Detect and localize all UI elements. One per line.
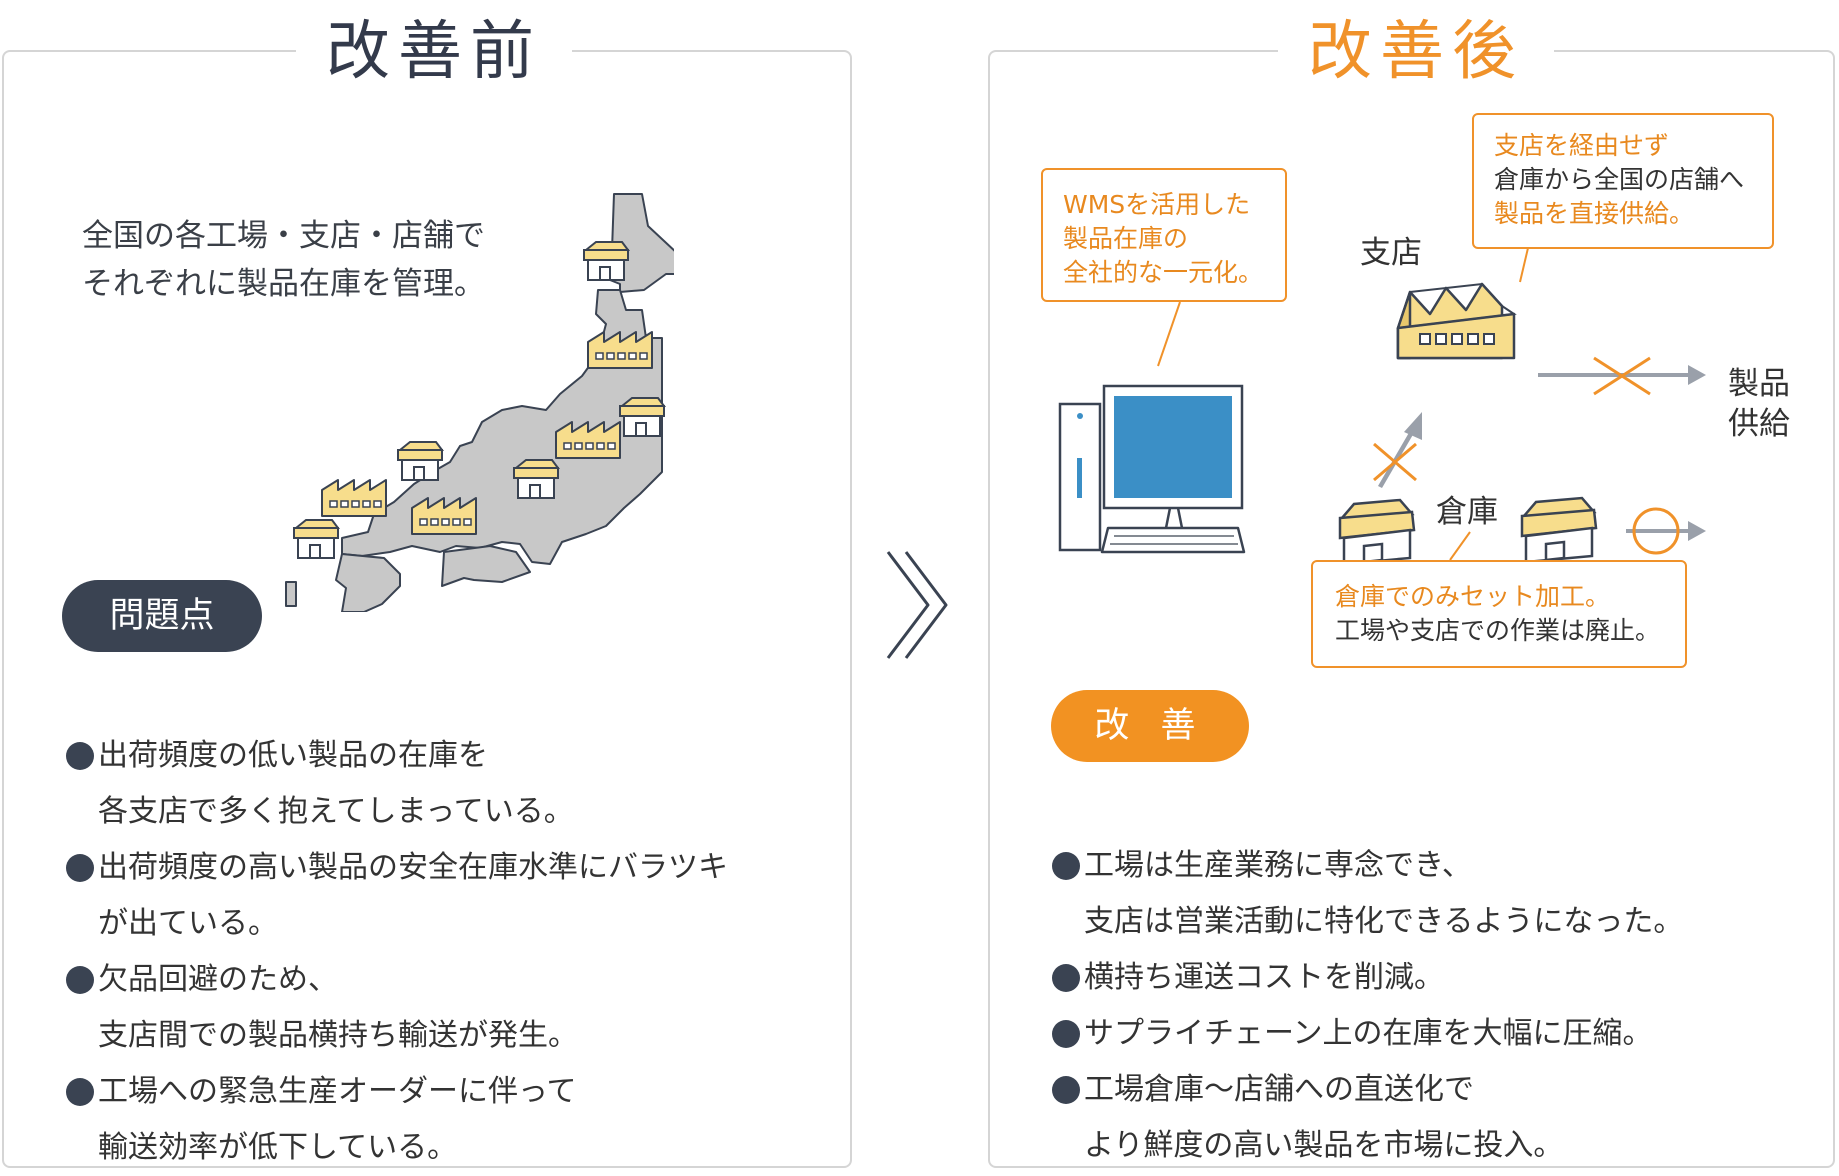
before-description-line: それぞれに製品在庫を管理。 [82, 266, 485, 302]
cross-mark-icon [1373, 442, 1417, 482]
bullet-item: 工場は生産業務に専念でき、 [1052, 838, 1683, 894]
after-title: 改善後 [1278, 6, 1554, 98]
product-supply-label: 製品 供給 [1728, 364, 1790, 444]
improvement-label: 改 善 [1051, 690, 1249, 762]
callout-line: 支店を経由せず [1494, 131, 1670, 160]
before-bullet-list: 出荷頻度の低い製品の在庫を 各支店で多く抱えてしまっている。 出荷頻度の高い製品… [66, 728, 728, 1176]
factory-icon [1396, 282, 1517, 360]
computer-icon [1058, 384, 1246, 554]
bullet-item: 工場への緊急生産オーダーに伴って [66, 1064, 728, 1120]
callout-line: 倉庫から全国の店舗へ [1494, 165, 1745, 194]
bullet-item-cont: が出ている。 [98, 906, 278, 941]
bullet-item: 横持ち運送コストを削減。 [1052, 950, 1683, 1006]
product-supply-line: 製品 [1728, 366, 1790, 402]
chevron-right-icon [886, 551, 948, 659]
after-bullet-list: 工場は生産業務に専念でき、 支店は営業活動に特化できるようになった。 横持ち運送… [1052, 838, 1683, 1174]
warehouse-icon [1338, 498, 1416, 566]
bullet-item: 欠品回避のため、 [66, 952, 728, 1008]
before-description: 全国の各工場・支店・店舗で それぞれに製品在庫を管理。 [82, 212, 485, 308]
flow-diagram [1058, 247, 1706, 566]
callout-wms: WMSを活用した 製品在庫の 全社的な一元化。 [1041, 168, 1287, 302]
bullet-item-cont: 輸送効率が低下している。 [98, 1130, 458, 1165]
callout-line: 倉庫でのみセット加工。 [1335, 582, 1611, 611]
warehouse-label: 倉庫 [1436, 494, 1498, 530]
bullet-item-cont: 支店間での製品横持ち輸送が発生。 [98, 1018, 578, 1053]
bullet-item-cont: 各支店で多く抱えてしまっている。 [98, 794, 574, 829]
callout-line: 全社的な一元化。 [1063, 258, 1264, 287]
bullet-item: 工場倉庫〜店舗への直送化で [1052, 1062, 1683, 1118]
callout-line: 製品を直接供給。 [1494, 199, 1695, 228]
product-supply-line: 供給 [1728, 406, 1790, 442]
callout-line: WMSを活用した [1063, 190, 1251, 219]
japan-map-icon [285, 193, 674, 612]
branch-label: 支店 [1360, 235, 1422, 271]
problem-label: 問題点 [62, 580, 262, 652]
bullet-item: 出荷頻度の低い製品の在庫を [66, 728, 728, 784]
bullet-item: 出荷頻度の高い製品の安全在庫水準にバラツキ [66, 840, 728, 896]
bullet-item-cont: 支店は営業活動に特化できるようになった。 [1084, 904, 1684, 939]
after-panel: 改善後 [988, 6, 1835, 1168]
callout-line: 工場や支店での作業は廃止。 [1335, 616, 1661, 645]
before-title: 改善前 [296, 6, 572, 98]
cross-mark-icon [1593, 356, 1651, 396]
before-description-line: 全国の各工場・支店・店舗で [82, 218, 485, 254]
warehouse-icon [1520, 496, 1598, 564]
callout-direct-supply: 支店を経由せず 倉庫から全国の店舗へ 製品を直接供給。 [1472, 113, 1774, 249]
bullet-item-cont: より鮮度の高い製品を市場に投入。 [1084, 1128, 1564, 1163]
bullet-item: サプライチェーン上の在庫を大幅に圧縮。 [1052, 1006, 1683, 1062]
circle-mark-icon [1632, 507, 1680, 555]
callout-line: 製品在庫の [1063, 224, 1189, 253]
before-panel: 改善前 全国の各工場・支店・店舗で それぞれに製品在庫を管理。 [2, 6, 852, 1168]
callout-set-processing: 倉庫でのみセット加工。 工場や支店での作業は廃止。 [1311, 560, 1687, 668]
